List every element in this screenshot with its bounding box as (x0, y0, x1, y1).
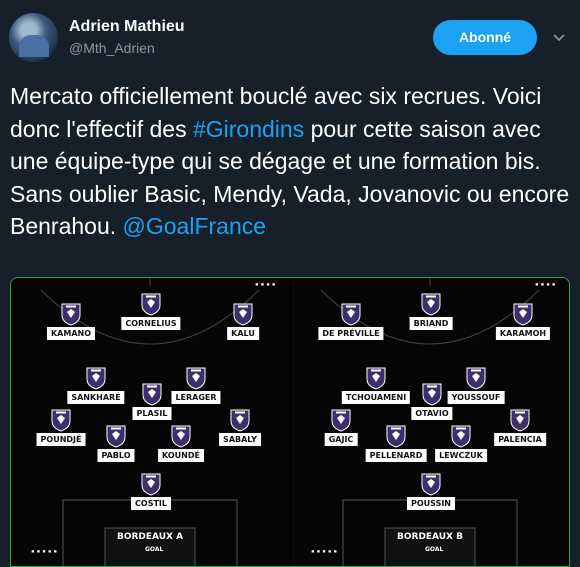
club-crest-icon (106, 424, 126, 448)
player-marker: PABLO (81, 424, 151, 464)
player-name: DE PRÉVILLE (318, 327, 384, 340)
club-crest-icon (171, 424, 191, 448)
pitch-lines-b (320, 278, 540, 566)
player-marker: KARAMOH (488, 302, 558, 342)
avatar[interactable] (9, 13, 58, 62)
player-name: KARAMOH (495, 327, 551, 340)
club-crest-icon (422, 382, 442, 406)
player-name: PABLO (97, 449, 135, 462)
player-name: COSTIL (131, 497, 171, 510)
player-marker: PALENCIA (485, 408, 555, 448)
tweet-text-part-2: pour cette saison avec une équipe-type q… (10, 115, 570, 240)
club-crest-icon (513, 302, 533, 326)
tweet-text: Mercato officiellement bouclé avec six r… (10, 80, 570, 243)
player-name: PELLENARD (365, 449, 427, 462)
player-name: LEWCZUK (435, 449, 487, 462)
player-marker: PELLENARD (361, 424, 431, 464)
club-crest-icon (366, 366, 386, 390)
player-marker: BRIAND (396, 292, 466, 332)
user-handle[interactable]: @Mth_Adrien (69, 40, 155, 56)
player-name: KOUNDÉ (158, 449, 204, 462)
player-name: LERAGER (171, 391, 221, 404)
player-name: KALU (227, 327, 259, 340)
player-marker: POUSSIN (396, 472, 466, 512)
player-name: BRIAND (409, 317, 453, 330)
club-crest-icon (451, 424, 471, 448)
chevron-down-icon[interactable] (552, 30, 566, 44)
club-crest-icon (61, 302, 81, 326)
player-name: POUNDJÉ (36, 433, 86, 446)
mention-link[interactable]: @GoalFrance (122, 213, 267, 239)
goal-label-a: GOAL (145, 546, 164, 553)
club-crest-icon (421, 292, 441, 316)
user-name[interactable]: Adrien Mathieu (69, 18, 185, 35)
club-crest-icon (233, 302, 253, 326)
player-marker: LEWCZUK (426, 424, 496, 464)
player-marker: CORNELIUS (116, 292, 186, 332)
team-name-b: BORDEAUX B (397, 532, 463, 542)
dots-top-a: ▪▪▪▪ (255, 281, 278, 288)
player-name: PLASIL (132, 407, 172, 420)
player-name: YOUSSOUF (447, 391, 505, 404)
tweet-header: Adrien Mathieu @Mth_Adrien Abonné (0, 0, 580, 70)
player-marker: TCHOUAMENI (341, 366, 411, 406)
player-marker: KOUNDÉ (146, 424, 216, 464)
player-marker: OTAVIO (397, 382, 467, 422)
club-crest-icon (341, 302, 361, 326)
player-marker: KALU (208, 302, 278, 342)
player-marker: LERAGER (161, 366, 231, 406)
player-marker: GAJIC (306, 408, 376, 448)
player-name: PALENCIA (494, 433, 546, 446)
club-crest-icon (142, 382, 162, 406)
club-crest-icon (230, 408, 250, 432)
player-marker: DE PRÉVILLE (316, 302, 386, 342)
player-marker: SANKHARÉ (61, 366, 131, 406)
club-crest-icon (141, 292, 161, 316)
player-name: TCHOUAMENI (341, 391, 411, 404)
goal-label-b: GOAL (425, 546, 444, 553)
club-crest-icon (466, 366, 486, 390)
club-crest-icon (386, 424, 406, 448)
player-name: CORNELIUS (121, 317, 181, 330)
club-crest-icon (421, 472, 441, 496)
club-crest-icon (51, 408, 71, 432)
dots-bottom-a: ▪▪▪▪▪ (31, 548, 60, 555)
player-marker: SABALY (205, 408, 275, 448)
dots-top-b: ▪▪▪▪ (535, 281, 558, 288)
tweet-text-part-1: Mercato officiellement bouclé avec six r… (10, 83, 542, 142)
pitch-bordeaux-a: ▪▪▪▪ ▪▪▪▪▪ BORDEAUX A GOAL KAMANO CORNELI… (11, 278, 289, 566)
club-crest-icon (186, 366, 206, 390)
pitch-bordeaux-b: ▪▪▪▪ ▪▪▪▪▪ BORDEAUX B GOAL DE PRÉVILLE BR… (291, 278, 569, 566)
dots-bottom-b: ▪▪▪▪▪ (311, 548, 340, 555)
club-crest-icon (331, 408, 351, 432)
lineup-image[interactable]: ▪▪▪▪ ▪▪▪▪▪ BORDEAUX A GOAL KAMANO CORNELI… (10, 277, 570, 567)
player-name: KAMANO (46, 327, 96, 340)
player-marker: KAMANO (36, 302, 106, 342)
club-crest-icon (86, 366, 106, 390)
player-name: GAJIC (324, 433, 358, 446)
player-name: SABALY (219, 433, 261, 446)
player-marker: COSTIL (116, 472, 186, 512)
team-name-a: BORDEAUX A (116, 532, 184, 542)
player-marker: PLASIL (117, 382, 187, 422)
player-name: OTAVIO (411, 407, 453, 420)
follow-button[interactable]: Abonné (433, 20, 537, 55)
player-name: SANKHARÉ (67, 391, 125, 404)
player-name: POUSSIN (407, 497, 455, 510)
player-marker: YOUSSOUF (441, 366, 511, 406)
player-marker: POUNDJÉ (26, 408, 96, 448)
club-crest-icon (141, 472, 161, 496)
club-crest-icon (510, 408, 530, 432)
hashtag-link[interactable]: #Girondins (192, 115, 305, 142)
